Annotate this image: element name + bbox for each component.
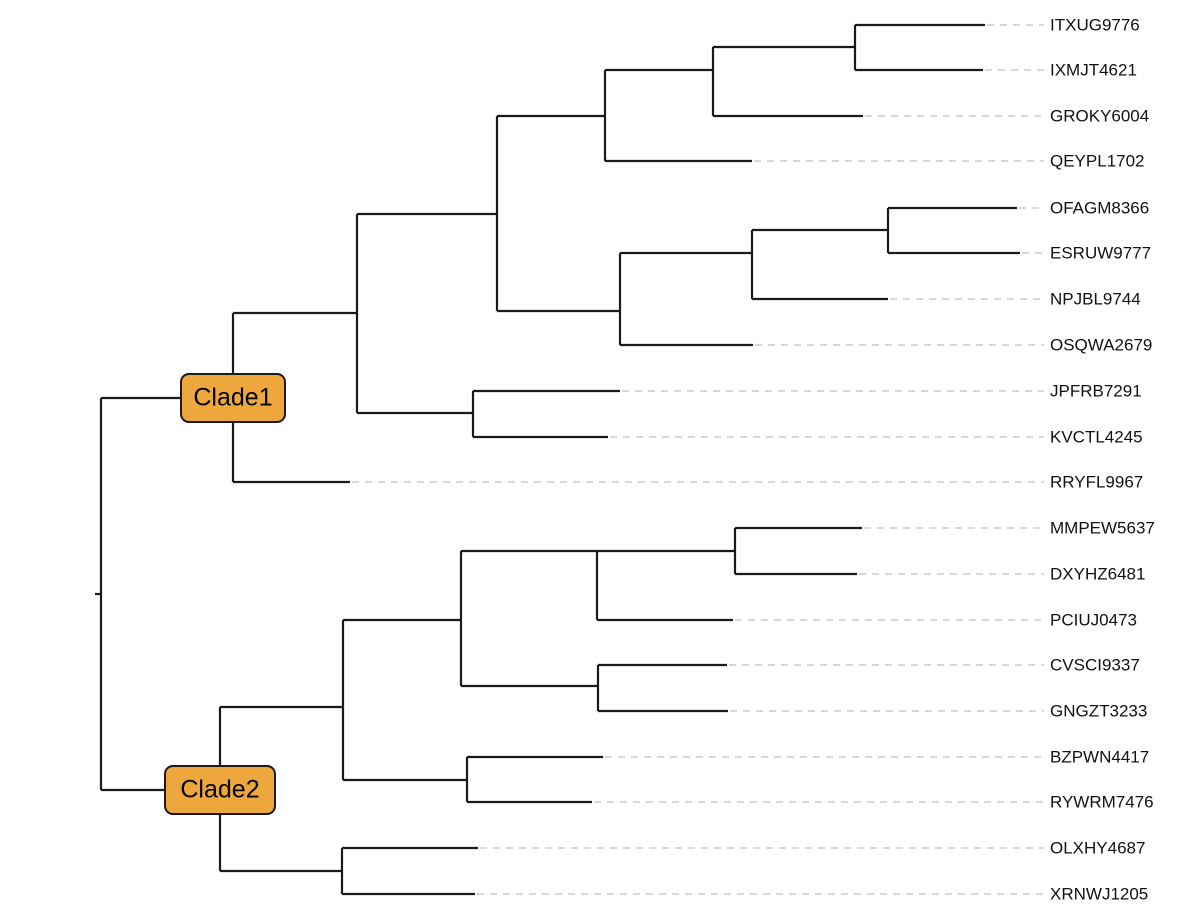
- tip-label: NPJBL9744: [1050, 289, 1141, 308]
- tip-label: IXMJT4621: [1050, 60, 1137, 79]
- tip-label: KVCTL4245: [1050, 427, 1143, 446]
- tip-label: GROKY6004: [1050, 106, 1149, 125]
- clade-label-box[interactable]: [164, 765, 276, 815]
- leader-line-layer: [352, 24, 1044, 895]
- tip-label: DXYHZ6481: [1050, 564, 1145, 583]
- tip-label: XRNWJ1205: [1050, 884, 1148, 903]
- tip-label: OFAGM8366: [1050, 198, 1149, 217]
- clade-label-text: Clade2: [180, 776, 259, 804]
- tip-label: BZPWN4417: [1050, 747, 1149, 766]
- clade-label-group[interactable]: Clade2: [164, 765, 276, 815]
- tip-label: GNGZT3233: [1050, 701, 1147, 720]
- tip-label: RYWRM7476: [1050, 792, 1154, 811]
- tip-label: OLXHY4687: [1050, 838, 1145, 857]
- tip-label: CVSCI9337: [1050, 655, 1140, 674]
- clade-label-box[interactable]: [180, 373, 286, 423]
- tip-label: RRYFL9967: [1050, 472, 1143, 491]
- tip-label: ITXUG9776: [1050, 15, 1140, 34]
- tip-label: MMPEW5637: [1050, 518, 1155, 537]
- tip-label: PCIUJ0473: [1050, 610, 1137, 629]
- tip-label: JPFRB7291: [1050, 381, 1142, 400]
- branch-line-layer: [95, 23, 1020, 896]
- clade-label-group[interactable]: Clade1: [180, 373, 286, 423]
- tip-label: OSQWA2679: [1050, 335, 1152, 354]
- clade-label-text: Clade1: [193, 384, 272, 412]
- tip-label: ESRUW9777: [1050, 243, 1151, 262]
- tip-label: QEYPL1702: [1050, 151, 1145, 170]
- tip-label-layer: ITXUG9776IXMJT4621GROKY6004QEYPL1702OFAG…: [1050, 15, 1155, 903]
